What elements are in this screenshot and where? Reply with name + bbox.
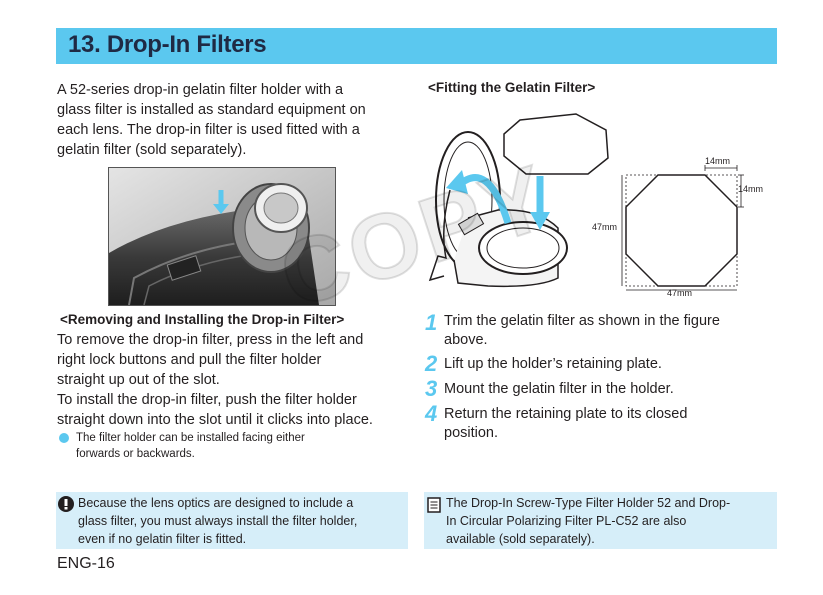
bullet-icon bbox=[59, 433, 69, 443]
bullet-note: The filter holder can be installed facin… bbox=[76, 430, 305, 462]
intro-line: glass filter is installed as standard eq… bbox=[57, 102, 366, 118]
step-text: Return the retaining plate to its closed… bbox=[444, 405, 687, 443]
memo-line: The Drop-In Screw-Type Filter Holder 52 … bbox=[446, 496, 731, 510]
step-number: 2 bbox=[425, 351, 438, 376]
step-number: 4 bbox=[425, 401, 438, 426]
removing-line: straight down into the slot until it cli… bbox=[57, 412, 373, 428]
bullet-line: The filter holder can be installed facin… bbox=[76, 432, 305, 444]
bullet-line: forwards or backwards. bbox=[76, 448, 195, 460]
removing-line: To remove the drop-in filter, press in t… bbox=[57, 332, 364, 348]
step-text: Lift up the holder’s retaining plate. bbox=[444, 356, 662, 372]
lens-filter-illustration bbox=[109, 168, 335, 305]
caution-text: Because the lens optics are designed to … bbox=[78, 494, 357, 548]
intro-line: A 52-series drop-in gelatin filter holde… bbox=[57, 82, 344, 98]
step-number: 3 bbox=[425, 376, 438, 401]
filter-holder-illustration bbox=[428, 113, 609, 288]
caution-line: Because the lens optics are designed to … bbox=[78, 496, 354, 510]
memo-line: In Circular Polarizing Filter PL-C52 are… bbox=[446, 514, 687, 528]
dim-height: 47mm bbox=[592, 222, 617, 232]
removing-line: To install the drop-in filter, push the … bbox=[57, 392, 357, 408]
memo-box: The Drop-In Screw-Type Filter Holder 52 … bbox=[424, 492, 777, 549]
page-number: ENG-16 bbox=[57, 555, 115, 572]
step-line: above. bbox=[444, 332, 488, 348]
step-number: 1 bbox=[425, 310, 438, 335]
caution-icon bbox=[58, 496, 74, 512]
fitting-heading: <Fitting the Gelatin Filter> bbox=[428, 80, 596, 95]
dim-corner-v: 14mm bbox=[738, 184, 763, 194]
caution-box: Because the lens optics are designed to … bbox=[56, 492, 408, 549]
trim-dimension-diagram: 14mm 14mm 47mm 47mm bbox=[592, 156, 763, 298]
intro-line: each lens. The drop-in filter is used fi… bbox=[57, 122, 360, 138]
gelatin-filter-shape bbox=[503, 113, 609, 175]
dim-width: 47mm bbox=[667, 288, 692, 298]
step-line: Trim the gelatin filter as shown in the … bbox=[444, 313, 720, 329]
title-bar: 13. Drop-In Filters bbox=[56, 28, 777, 64]
intro-paragraph: A 52-series drop-in gelatin filter holde… bbox=[57, 80, 366, 160]
lens-filter-photo bbox=[108, 167, 336, 306]
step-line: position. bbox=[444, 425, 499, 441]
removing-paragraph: To remove the drop-in filter, press in t… bbox=[57, 330, 373, 430]
removing-line: right lock buttons and pull the filter h… bbox=[57, 352, 322, 368]
removing-line: straight up out of the slot. bbox=[57, 372, 220, 388]
dim-corner-h: 14mm bbox=[705, 156, 730, 166]
memo-icon bbox=[427, 497, 441, 513]
intro-line: gelatin filter (sold separately). bbox=[57, 142, 247, 158]
removing-heading: <Removing and Installing the Drop-in Fil… bbox=[60, 312, 345, 327]
caution-line: glass filter, you must always install th… bbox=[78, 514, 358, 528]
octagon-shape bbox=[625, 174, 738, 287]
caution-line: even if no gelatin filter is fitted. bbox=[78, 532, 247, 546]
step-line: Return the retaining plate to its closed bbox=[444, 406, 688, 422]
step-text: Mount the gelatin filter in the holder. bbox=[444, 381, 674, 397]
step-text: Trim the gelatin filter as shown in the … bbox=[444, 312, 720, 350]
page-title: 13. Drop-In Filters bbox=[68, 31, 267, 58]
memo-text: The Drop-In Screw-Type Filter Holder 52 … bbox=[446, 494, 730, 548]
memo-line: available (sold separately). bbox=[446, 532, 595, 546]
